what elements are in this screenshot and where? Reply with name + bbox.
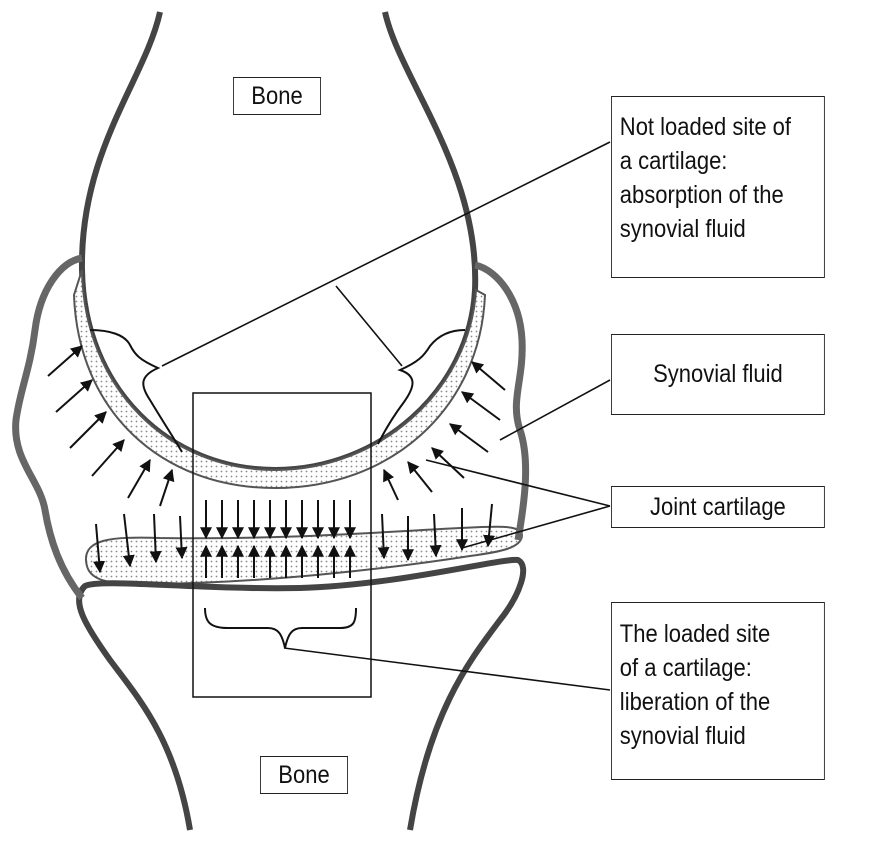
synovial-fluid-label: Synovial fluid xyxy=(611,334,825,415)
not-loaded-line-4: synovial fluid xyxy=(619,215,746,243)
loaded-line-1: The loaded site xyxy=(619,620,771,648)
loaded-site-label: The loaded site of a cartilage: liberati… xyxy=(611,602,825,780)
absorption-arrows-left xyxy=(47,345,175,507)
joint-cartilage-label: Joint cartilage xyxy=(611,486,825,528)
outer-down-arrows xyxy=(93,503,495,574)
loaded-line-3: liberation of the xyxy=(619,688,771,716)
loaded-line-4: synovial fluid xyxy=(619,722,746,750)
brace-left xyxy=(89,329,183,453)
lower-bone-outline xyxy=(76,556,527,831)
brace-right xyxy=(377,329,466,445)
upper-cartilage xyxy=(72,269,487,490)
joint-capsule-right xyxy=(474,261,530,541)
bone-bottom-label: Bone xyxy=(260,756,348,794)
absorption-arrows-right xyxy=(383,361,506,501)
loaded-line-2: of a cartilage: xyxy=(619,654,752,682)
joint-capsule-left xyxy=(12,254,85,601)
not-loaded-line-1: Not loaded site of xyxy=(619,113,792,141)
brace-bottom xyxy=(204,607,357,649)
bone-top-label: Bone xyxy=(233,77,321,115)
loaded-region-frame xyxy=(192,392,372,698)
not-loaded-line-3: absorption of the xyxy=(619,181,784,209)
liberation-arrows xyxy=(200,500,356,578)
not-loaded-line-2: a cartilage: xyxy=(619,147,728,175)
leader-lines xyxy=(161,141,611,691)
lower-cartilage xyxy=(84,525,524,586)
not-loaded-site-label: Not loaded site of a cartilage: absorpti… xyxy=(611,96,825,278)
